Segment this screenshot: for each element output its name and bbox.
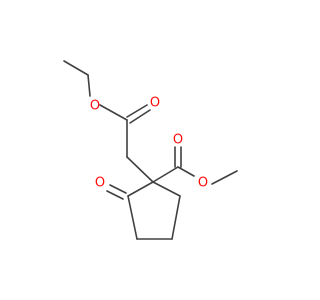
atom-label-o-carbonyl-ethyl: O — [150, 96, 160, 111]
atom-label-o-carbonyl-methyl: O — [173, 133, 183, 148]
bond-ring-quaternary-carbonyl — [127, 181, 154, 197]
atom-label-o-ester-methyl: O — [198, 176, 208, 191]
bond-ketone-double-1 — [109, 184, 127, 194]
atom-label-o-ester-ethyl: O — [90, 99, 100, 114]
bond-ch2-quaternary — [126, 156, 154, 183]
bond-ring-ch2c-quaternary — [152, 181, 181, 197]
bond-quaternary-ester-c — [152, 166, 179, 183]
bond-ester-c-o — [177, 166, 195, 177]
bond-ring-carbonyl-ch2a — [127, 195, 138, 240]
bond-carbonyl-double-2 — [129, 109, 151, 124]
bond-ketone-double-2 — [106, 190, 124, 200]
bond-o-methyl — [211, 170, 238, 185]
bond-ethyl-ch3-ch2 — [63, 60, 89, 76]
bond-o-carbonyl-c — [99, 104, 128, 121]
molecule-structure: O O O O O — [63, 60, 238, 240]
bond-carbonyl-double-1 — [126, 104, 148, 118]
bond-ethyl-ch2-o — [87, 74, 91, 97]
bond-ring-ch2b-ch2c — [171, 195, 181, 240]
atom-label-o-ketone: O — [95, 176, 105, 191]
